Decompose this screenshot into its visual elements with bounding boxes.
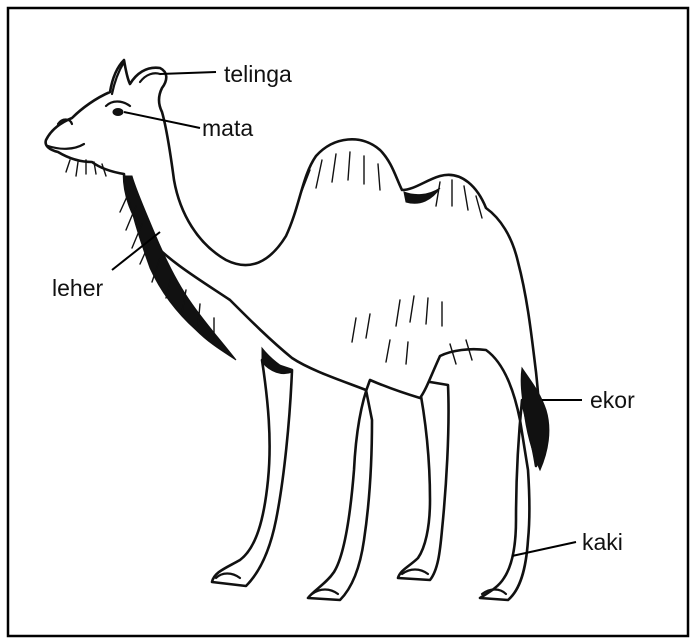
leader-telinga <box>160 72 216 74</box>
front-leg-far <box>212 360 292 586</box>
label-telinga: telinga <box>224 61 292 87</box>
label-ekor: ekor <box>590 387 635 413</box>
camel-body <box>46 60 540 600</box>
camel-illustration <box>46 60 549 600</box>
label-kaki: kaki <box>582 529 623 555</box>
label-leher: leher <box>52 275 103 301</box>
label-mata: mata <box>202 115 253 141</box>
back-leg-far <box>398 380 449 580</box>
camel-eye <box>113 109 123 116</box>
